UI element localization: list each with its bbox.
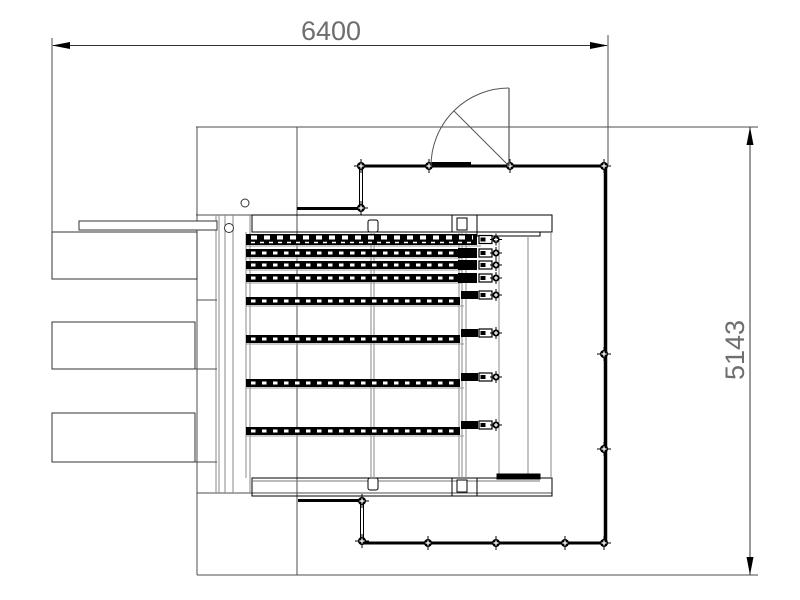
dimension-arrow-down — [746, 557, 754, 575]
bar-end-block — [461, 373, 478, 381]
fork-block — [51, 321, 196, 370]
bar-clamp-jaw — [480, 423, 486, 427]
bar-clamp-jaw — [480, 331, 486, 335]
bar-end-block — [458, 260, 477, 270]
conveyor-bars — [246, 233, 502, 437]
bar-end-block — [461, 421, 478, 429]
bar-end-block — [458, 248, 477, 258]
guide-tab — [456, 479, 468, 493]
width-dimension-label: 6400 — [301, 16, 361, 46]
bar-clamp-jaw — [480, 375, 486, 379]
bar-end-block — [461, 329, 478, 337]
bar-clamp-jaw — [480, 251, 486, 255]
guide-tab — [456, 217, 468, 231]
door-swing-arc — [430, 87, 510, 167]
height-dimension-label: 5143 — [720, 320, 750, 380]
guide-tab — [367, 477, 379, 491]
conveyor-bar — [246, 234, 477, 245]
machine-frame — [251, 214, 553, 497]
room-walls — [195, 126, 758, 576]
door-swing — [430, 87, 510, 167]
fork-bar — [78, 220, 218, 231]
dimension-arrow-up — [746, 127, 754, 145]
dimension-arrow-right — [590, 42, 608, 49]
guide-tab — [367, 219, 379, 233]
fork-block — [51, 231, 198, 280]
bar-clamp-jaw — [480, 276, 486, 280]
bar-clamp-jaw — [480, 237, 486, 242]
left-loading-forks — [51, 220, 218, 463]
mast-foot — [496, 473, 541, 480]
bar-clamp-jaw — [480, 263, 486, 267]
machine-bottom-beam — [251, 477, 553, 497]
circle-marker — [224, 223, 234, 233]
bar-end-block — [458, 273, 477, 283]
fork-block — [51, 412, 196, 463]
dimension-arrow-left — [52, 42, 70, 49]
safety-fence — [297, 159, 611, 550]
machine-top-beam — [251, 214, 553, 233]
dimension-annotations: 6400 5143 — [51, 16, 754, 575]
bar-clamp-jaw — [480, 293, 486, 297]
door-leaf-mid — [453, 110, 510, 167]
bar-end-block — [461, 291, 478, 299]
circle-marker — [240, 198, 250, 208]
